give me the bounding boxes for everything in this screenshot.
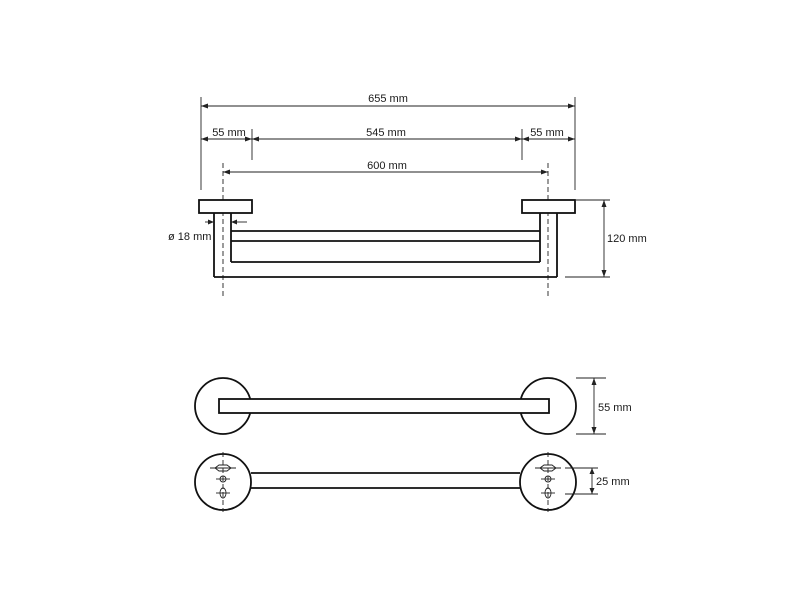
mount-view: 25 mm (194, 452, 630, 512)
center-span-label: 600 mm (367, 160, 407, 172)
inner-span-label: 545 mm (366, 127, 406, 139)
top-view: 55 mm (194, 377, 632, 435)
top-view-bar (218, 398, 550, 414)
front-elevation-view: 655 mm 55 mm 545 mm 55 mm 600 mm (168, 93, 647, 298)
left-wall-plate (198, 199, 253, 214)
right-margin-label: 55 mm (530, 127, 564, 139)
dimension-segment-row: 55 mm 545 mm 55 mm (201, 127, 575, 142)
rosette-diameter-label: 55 mm (598, 402, 632, 414)
right-wall-plate (521, 199, 576, 214)
dimension-center-span: 600 mm (223, 160, 548, 175)
left-mount-holes (210, 452, 236, 512)
dimension-height: 120 mm (565, 199, 647, 278)
left-margin-label: 55 mm (212, 127, 246, 139)
mount-hole-spacing-label: 25 mm (596, 476, 630, 488)
front-bar-body (198, 199, 576, 278)
tube-diameter-label: ø 18 mm (168, 231, 211, 243)
dimension-overall-width: 655 mm (201, 93, 575, 109)
overall-width-label: 655 mm (368, 93, 408, 105)
dimension-tube-diameter: ø 18 mm (168, 219, 247, 243)
dimension-mount-hole-spacing: 25 mm (565, 467, 630, 495)
height-label: 120 mm (607, 233, 647, 245)
right-mount-holes (535, 452, 561, 512)
dimension-rosette-diameter: 55 mm (576, 377, 632, 435)
